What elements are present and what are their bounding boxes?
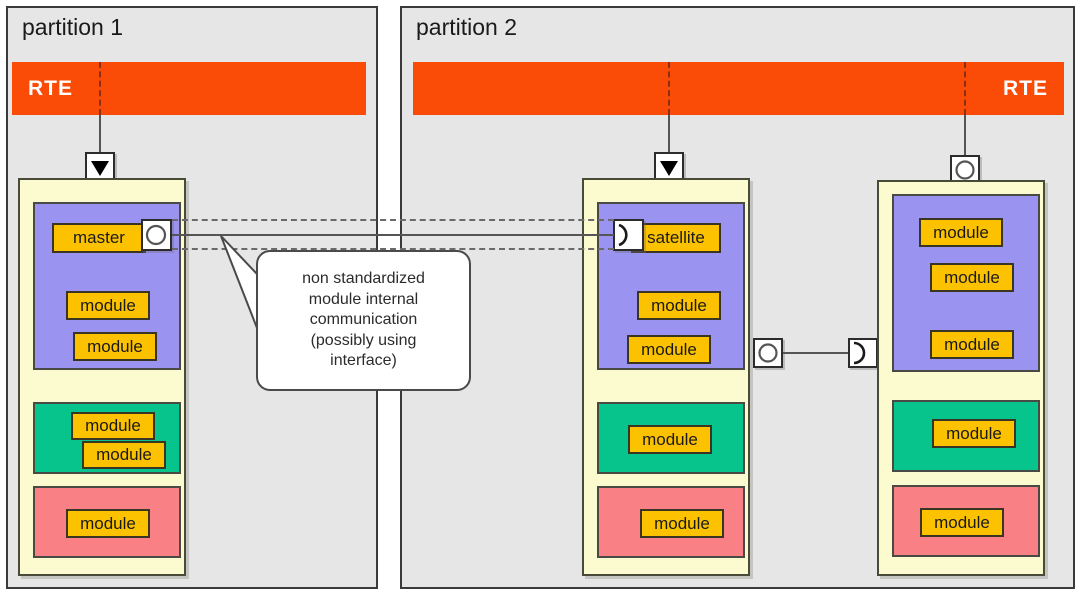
provided-interface-port-master[interactable]	[141, 219, 172, 251]
module-chip[interactable]: module	[73, 332, 157, 361]
required-interface-socket-icon	[618, 223, 628, 247]
provided-interface-port-right-top[interactable]	[950, 155, 980, 185]
internal-comm-line-middle	[172, 234, 614, 236]
module-chip[interactable]: module	[637, 291, 721, 320]
required-interface-socket-icon	[853, 341, 866, 365]
module-chip[interactable]: module	[640, 509, 724, 538]
module-chip[interactable]: module	[932, 419, 1016, 448]
callout-text: non standardized module internal communi…	[302, 270, 425, 370]
partition-1-title: partition 1	[22, 14, 124, 40]
rte-drop-line-p1	[99, 115, 101, 156]
module-chip[interactable]: module	[628, 425, 712, 454]
assembly-connector-line	[783, 352, 848, 354]
group-green-right: module	[892, 400, 1040, 472]
module-chip[interactable]: module	[66, 509, 150, 538]
module-chip[interactable]: module	[920, 508, 1004, 537]
rte-drop-line-p2-left	[668, 115, 670, 156]
arrow-down-icon	[660, 161, 678, 176]
group-green-satellite: module	[597, 402, 745, 474]
rte-label-partition-2: RTE	[1003, 76, 1048, 100]
module-chip[interactable]: module	[71, 412, 155, 440]
arrow-down-icon	[91, 161, 109, 176]
partition-2-title: partition 2	[416, 14, 518, 40]
module-chip-satellite[interactable]: satellite	[631, 223, 721, 253]
callout-bubble: non standardized module internal communi…	[256, 250, 471, 391]
internal-comm-line-top	[172, 219, 614, 221]
module-chip-master[interactable]: master	[52, 223, 146, 253]
module-chip[interactable]: module	[919, 218, 1003, 247]
rte-drop-line-p2-right	[964, 115, 966, 155]
provided-interface-port-satellite-right[interactable]	[753, 338, 783, 368]
rte-bar-partition-2: RTE	[413, 62, 1064, 115]
component-satellite[interactable]: satellite module module module module	[582, 178, 750, 576]
rte-dash-connector-p1	[99, 62, 101, 115]
rte-label-partition-1: RTE	[28, 76, 73, 100]
group-green-master: module module	[33, 402, 181, 474]
required-interface-port-right-left[interactable]	[848, 338, 878, 368]
group-red-satellite: module	[597, 486, 745, 558]
module-chip[interactable]: module	[82, 441, 166, 469]
module-chip[interactable]: module	[930, 330, 1014, 359]
rte-dash-connector-p2-left	[668, 62, 670, 115]
module-chip[interactable]: module	[930, 263, 1014, 292]
provided-interface-ball-icon	[758, 343, 778, 363]
rte-dash-connector-p2-right	[964, 62, 966, 115]
group-purple-master: master module module	[33, 202, 181, 370]
internal-comm-line-bottom	[172, 248, 614, 250]
group-red-right: module	[892, 485, 1040, 557]
required-interface-port-satellite[interactable]	[613, 219, 644, 251]
component-right[interactable]: module module module module module	[877, 180, 1045, 576]
rte-bar-partition-1: RTE	[12, 62, 366, 115]
module-chip[interactable]: module	[627, 335, 711, 364]
provided-interface-ball-icon	[955, 160, 975, 180]
group-red-master: module	[33, 486, 181, 558]
module-chip[interactable]: module	[66, 291, 150, 320]
group-purple-right: module module module	[892, 194, 1040, 372]
provided-interface-ball-icon	[145, 224, 167, 246]
